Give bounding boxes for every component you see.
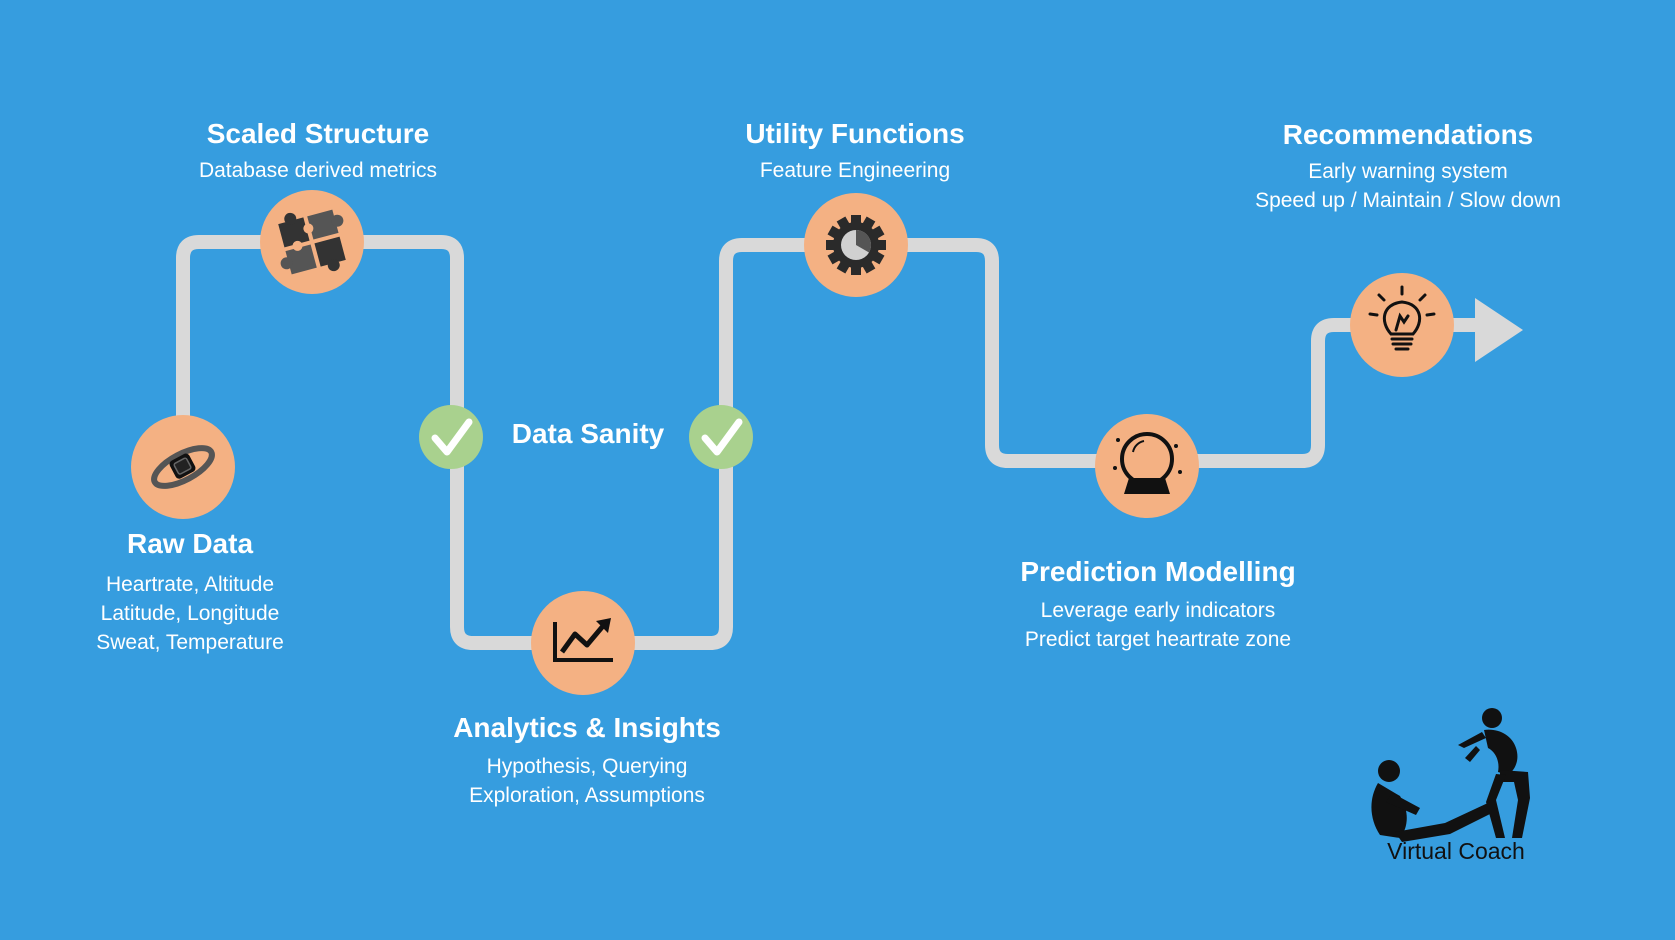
data-sanity-check-right	[689, 405, 753, 469]
recommendations-label-group: Recommendations Early warning system Spe…	[1255, 119, 1561, 215]
utility-functions-node	[804, 193, 908, 297]
data-sanity-title: Data Sanity	[511, 418, 665, 449]
scaled-structure-title: Scaled Structure	[206, 118, 430, 149]
utility-functions-line: Feature Engineering	[759, 159, 951, 182]
raw-data-line: Latitude, Longitude	[100, 602, 280, 625]
analytics-title: Analytics & Insights	[453, 712, 721, 743]
lightbulb-icon	[1368, 285, 1436, 351]
prediction-label-group: Prediction Modelling Leverage early indi…	[1020, 556, 1295, 654]
prediction-line: Leverage early indicators	[1040, 599, 1276, 622]
trend-chart-icon	[553, 618, 613, 662]
virtual-coach-label: Virtual Coach	[1387, 838, 1525, 864]
raw-data-line: Heartrate, Altitude	[105, 573, 275, 596]
puzzle-icon	[278, 209, 346, 275]
crystal-ball-icon	[1113, 432, 1182, 494]
recommendations-title: Recommendations	[1282, 119, 1534, 150]
raw-data-title: Raw Data	[126, 528, 254, 559]
raw-data-node	[131, 415, 235, 519]
raw-data-line: Sweat, Temperature	[96, 631, 284, 654]
analytics-label-group: Analytics & Insights Hypothesis, Queryin…	[453, 712, 721, 810]
fitness-figures-icon	[1371, 708, 1530, 842]
data-sanity-check-left	[419, 405, 483, 469]
recommendations-line: Speed up / Maintain / Slow down	[1255, 189, 1561, 212]
utility-functions-label-group: Utility Functions Feature Engineering	[745, 118, 964, 185]
analytics-line: Exploration, Assumptions	[469, 784, 705, 807]
gear-icon	[826, 215, 886, 275]
prediction-title: Prediction Modelling	[1020, 556, 1296, 587]
analytics-node	[531, 591, 635, 695]
analytics-line: Hypothesis, Querying	[486, 755, 688, 778]
scaled-structure-line: Database derived metrics	[198, 159, 438, 182]
checkmark-icon	[431, 418, 473, 456]
raw-data-label-group: Raw Data Heartrate, Altitude Latitude, L…	[96, 528, 284, 657]
checkmark-icon	[701, 418, 743, 456]
process-track	[176, 235, 1478, 650]
smartwatch-icon	[151, 445, 215, 489]
track-arrow-head	[1475, 298, 1523, 362]
scaled-structure-label-group: Scaled Structure Database derived metric…	[199, 118, 437, 185]
recommendations-node	[1350, 273, 1454, 377]
scaled-structure-node	[260, 190, 364, 294]
prediction-line: Predict target heartrate zone	[1024, 628, 1292, 651]
data-sanity-label-group: Data Sanity	[512, 418, 665, 450]
recommendations-line: Early warning system	[1308, 160, 1508, 183]
prediction-node	[1095, 414, 1199, 518]
utility-functions-title: Utility Functions	[745, 118, 965, 149]
